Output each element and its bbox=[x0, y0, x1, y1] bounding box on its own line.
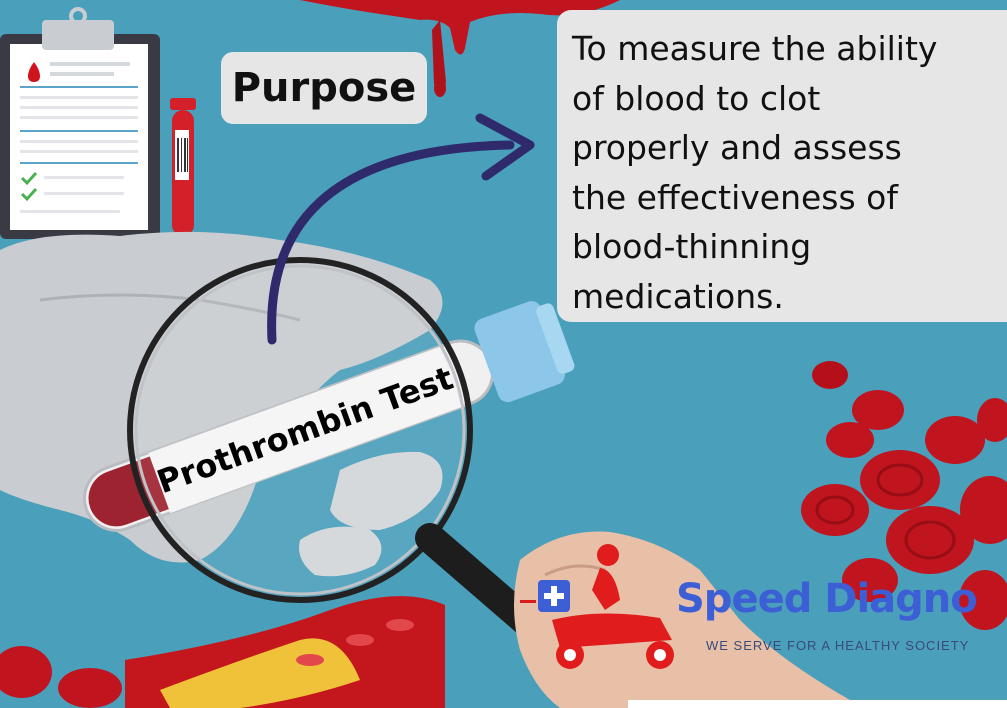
blood-cells bbox=[0, 361, 1007, 708]
blood-drip bbox=[300, 0, 620, 97]
clipboard-icon bbox=[0, 7, 160, 239]
purpose-label: Purpose bbox=[221, 52, 427, 124]
description-panel: To measure the ability of blood to clot … bbox=[557, 10, 1007, 322]
brand-name: Speed Diagno bbox=[676, 576, 978, 622]
arrow-icon bbox=[267, 140, 515, 345]
description-text: To measure the ability of blood to clot … bbox=[572, 29, 938, 316]
test-tube-icon bbox=[170, 98, 196, 236]
brand-tagline: WE SERVE FOR A HEALTHY SOCIETY bbox=[706, 638, 970, 653]
artery bbox=[125, 596, 445, 708]
delivery-scooter-logo bbox=[520, 544, 674, 669]
